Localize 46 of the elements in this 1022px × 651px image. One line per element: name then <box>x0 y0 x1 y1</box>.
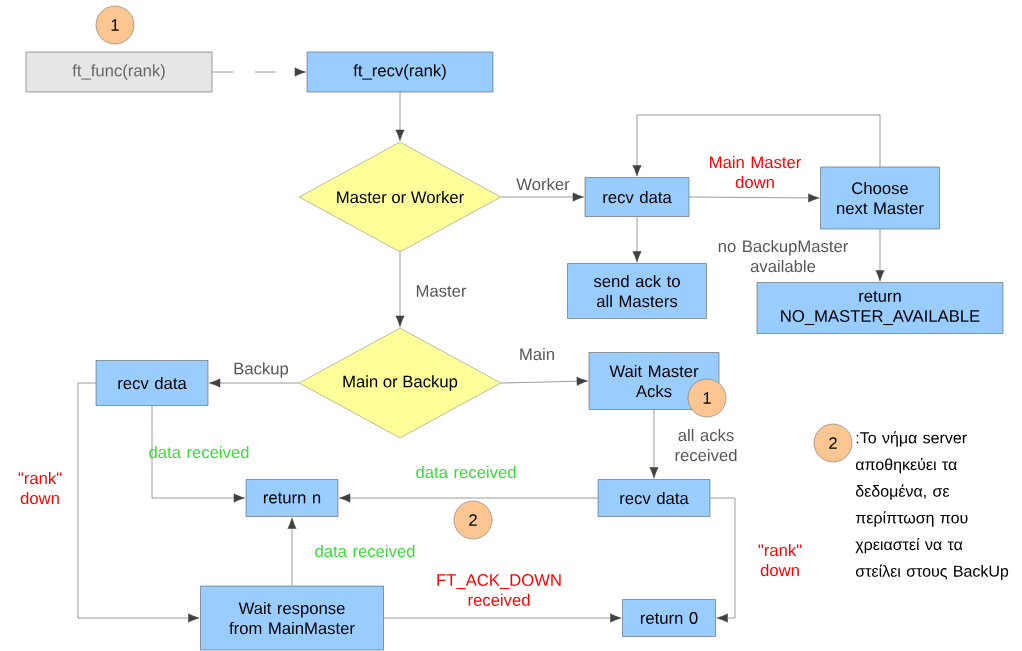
process-box: return NO_MASTER_AVAILABLE <box>756 282 1004 334</box>
step-number: 2 <box>813 423 853 463</box>
process-box: return n <box>245 479 339 517</box>
process-box: Choose next Master <box>820 166 940 230</box>
arrow <box>632 216 642 263</box>
edge-label: data received <box>149 445 249 459</box>
edge-label: all acks received <box>675 428 737 462</box>
arrow <box>209 378 299 388</box>
edge-label: Main <box>520 347 554 361</box>
edge-label: data received <box>416 465 516 479</box>
process-box: ft_recv(rank) <box>306 51 494 93</box>
process-box: Wait response from MainMaster <box>200 585 384 651</box>
arrow <box>395 92 405 141</box>
edge-label: no BackupMaster available <box>718 239 848 273</box>
process-box: send ack to all Masters <box>567 263 707 319</box>
process-box: return 0 <box>622 599 716 637</box>
edge-label: Master <box>416 285 467 297</box>
process-box: recv data <box>597 479 711 517</box>
arrow <box>710 497 736 623</box>
edge-label: "rank" down <box>18 471 62 505</box>
arrow <box>383 613 622 623</box>
step-number: 1 <box>95 5 135 45</box>
step-number: 1 <box>687 378 727 418</box>
process-box: recv data <box>95 360 209 406</box>
arrow <box>287 517 297 586</box>
edge-label: data received <box>315 544 415 558</box>
arrow <box>501 192 584 202</box>
note-text: :Το νήμα server αποθηκεύει τα δεδομένα, σε περίπτωση που χρειαστεί να τα στείλει στους BackUp <box>855 431 1009 580</box>
arrow <box>151 405 245 503</box>
arrow <box>339 493 598 503</box>
arrow <box>395 252 405 327</box>
step-number: 2 <box>453 500 493 540</box>
arrow <box>212 67 306 77</box>
arrow <box>501 376 588 386</box>
arrow <box>632 114 881 177</box>
edge-label: Backup <box>234 362 289 378</box>
process-box: ft_func(rank) <box>25 51 213 93</box>
edge-label: "rank" down <box>758 543 802 577</box>
process-box: recv data <box>584 177 690 217</box>
edge-label: Worker <box>516 177 570 191</box>
arrow <box>77 382 200 623</box>
arrow <box>689 193 820 203</box>
arrow <box>875 229 885 282</box>
edge-label: Main Master down <box>710 155 801 189</box>
edge-label: FT_ACK_DOWN received <box>437 574 561 606</box>
arrow <box>649 409 659 479</box>
